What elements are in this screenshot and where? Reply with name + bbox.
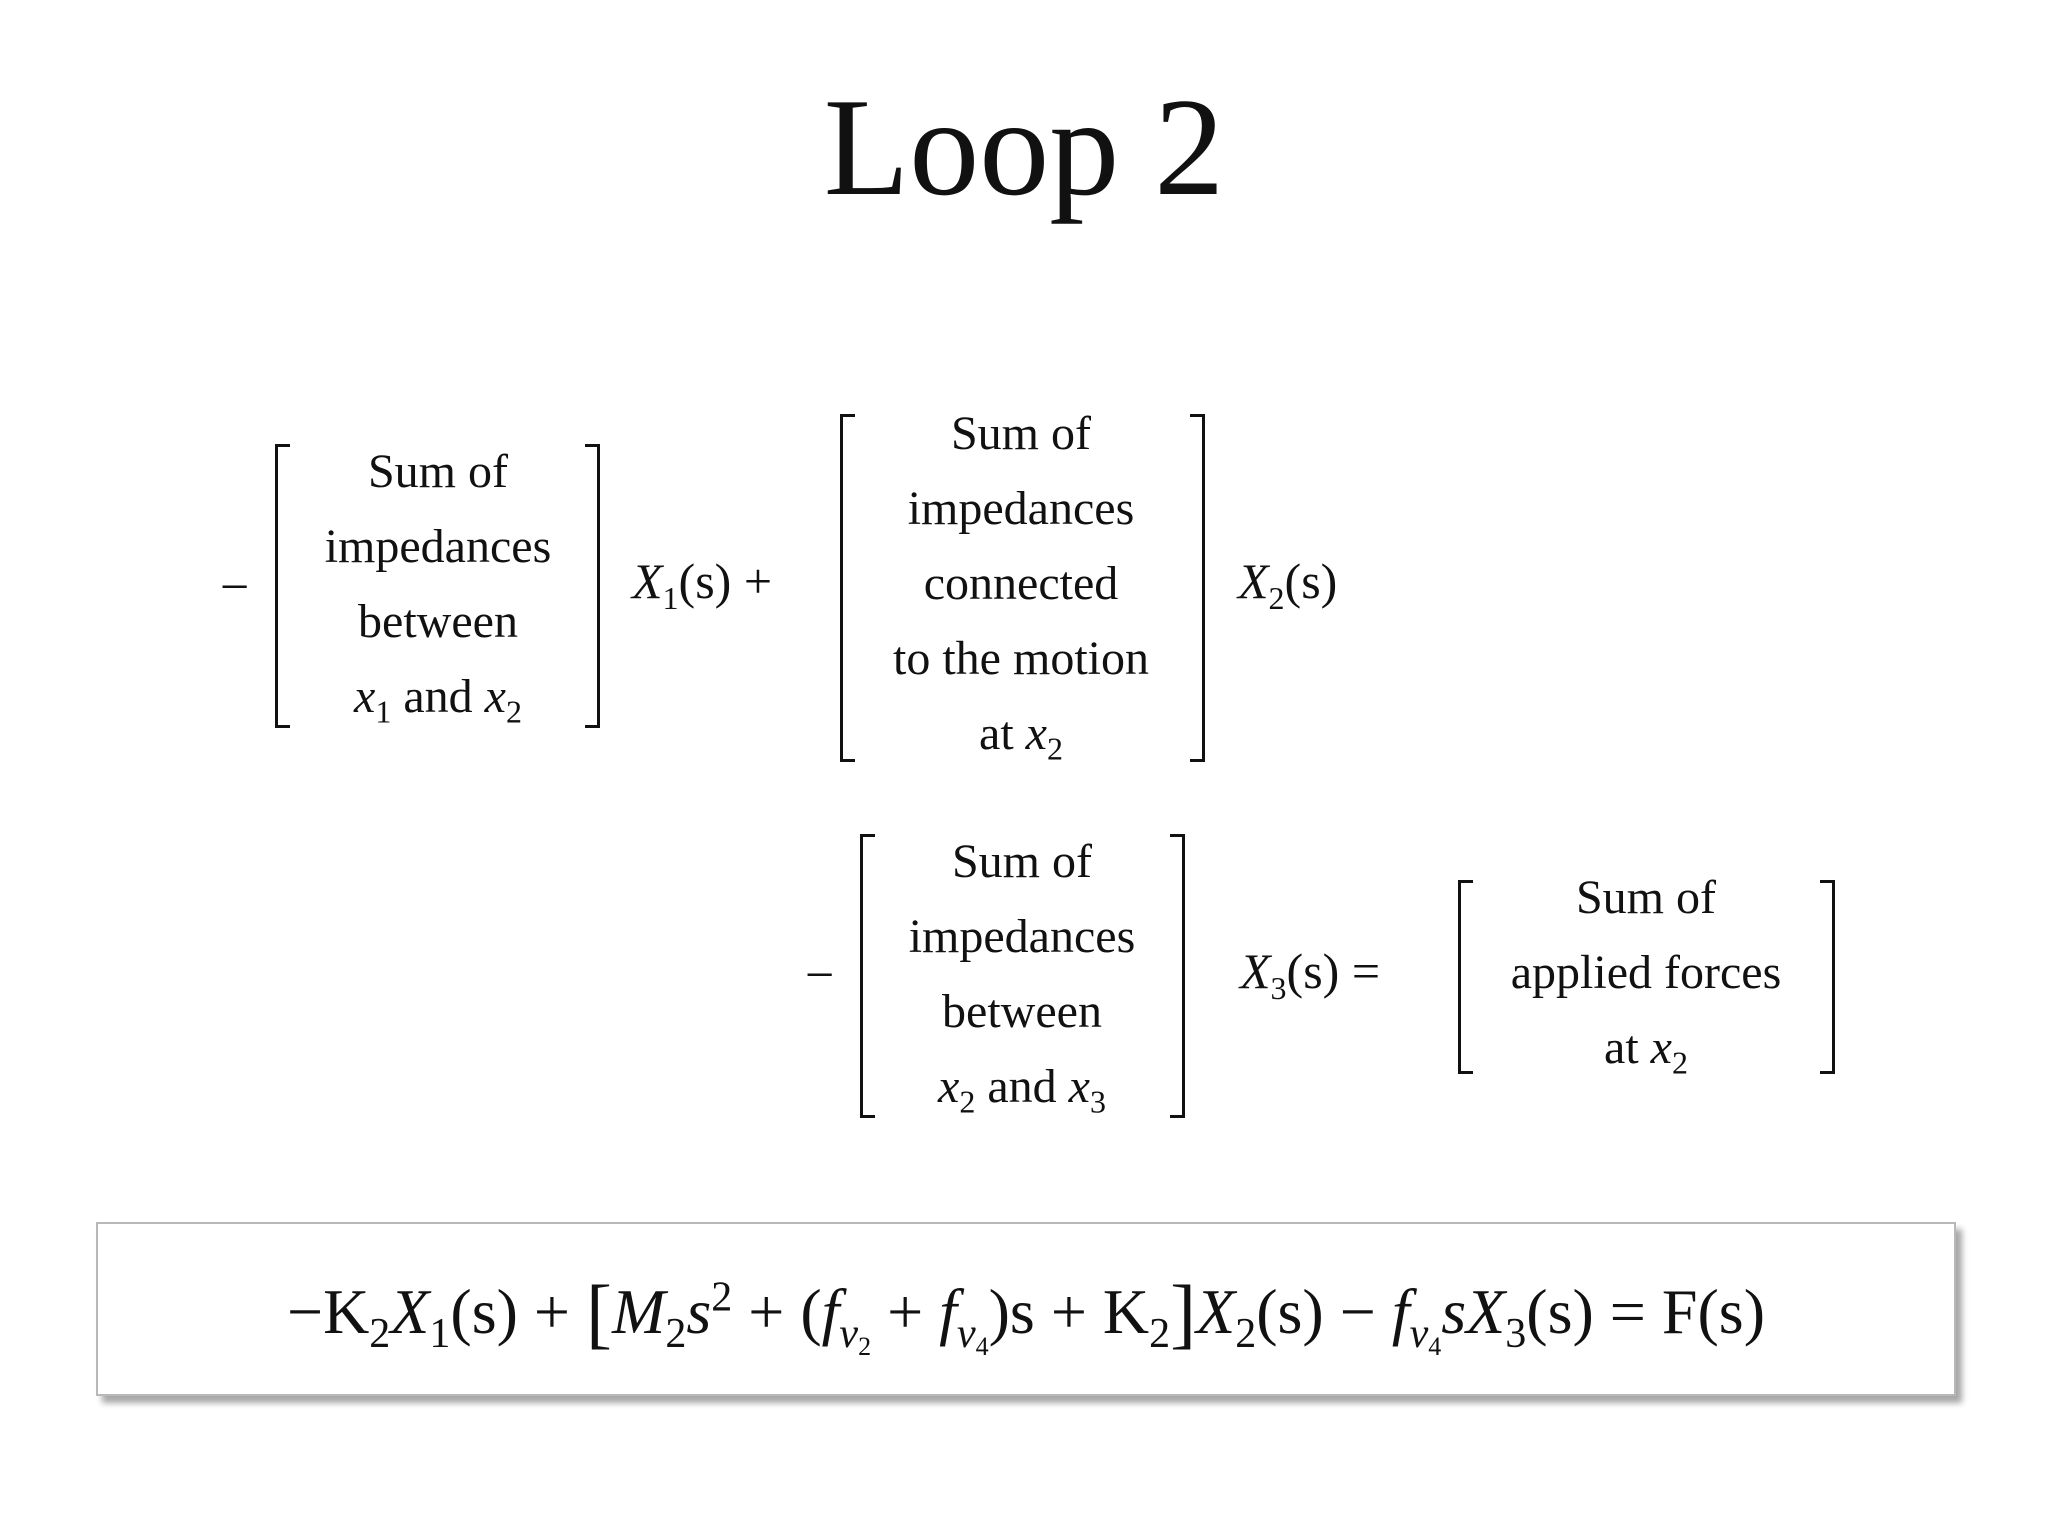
var-X: X	[1238, 553, 1269, 609]
subscript: 1	[429, 1310, 451, 1357]
var-x: x	[938, 1060, 960, 1113]
eq-part: )s + K	[988, 1276, 1150, 1347]
plus-sign: +	[743, 553, 773, 609]
right-bracket	[1190, 414, 1205, 762]
eq-part: X	[1196, 1276, 1236, 1347]
eq-part: +	[871, 1276, 940, 1347]
boxed-equation: −K2X1(s) + [M2s2 + (fv2 + fv4)s + K2]X2(…	[96, 1222, 1956, 1396]
matrix-line: Sum of	[950, 407, 1091, 460]
right-bracket: ]	[1170, 1269, 1197, 1356]
matrix-impedances-between-x1-x2: Sum of impedances between x1 and x2	[292, 434, 584, 734]
eq-part: (s) +	[450, 1276, 587, 1347]
matrix-line: to the motion	[893, 632, 1149, 685]
conjunction: and	[391, 670, 485, 723]
equals-sign: =	[1351, 943, 1381, 999]
eq-part: + (	[732, 1276, 822, 1347]
argument: (s)	[1286, 943, 1340, 999]
eq-part: s	[686, 1276, 712, 1347]
subscript: 3	[1270, 970, 1287, 1006]
eq-part: sX	[1441, 1276, 1506, 1347]
matrix-line: Sum of	[367, 445, 508, 498]
subscript: 2	[1671, 1044, 1688, 1081]
eq-part: (s) −	[1256, 1276, 1392, 1347]
left-bracket	[275, 444, 290, 728]
var-x: x	[1650, 1021, 1672, 1074]
matrix-line-last: x2 and x3	[876, 1049, 1168, 1124]
argument: (s)	[678, 553, 732, 609]
left-bracket	[860, 834, 875, 1118]
subscript: v4	[956, 1310, 989, 1360]
subscript: 2	[1046, 730, 1063, 767]
eq-part: M	[612, 1276, 666, 1347]
subscript: 2	[505, 693, 522, 730]
eq-part: X	[390, 1276, 430, 1347]
sub-subscript: 4	[975, 1331, 989, 1361]
matrix-line: connected	[923, 557, 1119, 610]
slide-title: Loop 2	[823, 70, 1225, 225]
variable-X3: X3(s) =	[1240, 943, 1381, 1004]
subscript-v: v	[1409, 1310, 1429, 1357]
variable-X2: X2(s)	[1238, 553, 1338, 614]
conjunction: and	[975, 1060, 1069, 1113]
matrix-applied-forces: Sum of applied forces at x2	[1474, 860, 1818, 1085]
var-X: X	[1240, 943, 1271, 999]
var-X: X	[632, 553, 663, 609]
sub-subscript: 4	[1428, 1331, 1442, 1361]
var-x: x	[354, 670, 376, 723]
argument: (s)	[1284, 553, 1338, 609]
final-equation: −K2X1(s) + [M2s2 + (fv2 + fv4)s + K2]X2(…	[98, 1262, 1954, 1363]
matrix-impedances-connected: Sum of impedances connected to the motio…	[856, 396, 1186, 771]
subscript: 3	[1505, 1310, 1527, 1357]
left-bracket: [	[586, 1269, 612, 1356]
matrix-line: impedances	[908, 910, 1136, 963]
right-bracket	[585, 444, 600, 728]
superscript: 2	[711, 1274, 733, 1321]
right-bracket	[1820, 880, 1835, 1074]
matrix-line: applied forces	[1510, 946, 1782, 999]
eq-part: f	[939, 1276, 957, 1347]
matrix-impedances-between-x2-x3: Sum of impedances between x2 and x3	[876, 824, 1168, 1124]
subscript: 1	[375, 693, 392, 730]
matrix-line: between	[942, 985, 1102, 1038]
text: at	[979, 707, 1026, 760]
matrix-line: Sum of	[951, 835, 1092, 888]
subscript-v: v	[839, 1310, 859, 1357]
subscript: v4	[1409, 1310, 1442, 1360]
subscript-v: v	[956, 1310, 976, 1357]
left-bracket	[840, 414, 855, 762]
minus-sign: −	[805, 947, 835, 1004]
variable-X1: X1(s) +	[632, 553, 773, 614]
matrix-line: Sum of	[1575, 871, 1716, 924]
subscript: 3	[1089, 1083, 1106, 1120]
left-bracket	[1458, 880, 1473, 1074]
matrix-line: impedances	[907, 482, 1135, 535]
subscript: 1	[662, 580, 679, 616]
minus-sign: −	[220, 559, 250, 616]
subscript: 2	[1235, 1310, 1257, 1357]
right-bracket	[1170, 834, 1185, 1118]
subscript: 2	[369, 1310, 391, 1357]
matrix-line-last: x1 and x2	[292, 659, 584, 734]
matrix-line: impedances	[324, 520, 552, 573]
subscript: 2	[959, 1083, 976, 1120]
sub-subscript: 2	[858, 1331, 872, 1361]
eq-part: f	[1391, 1276, 1410, 1347]
var-x: x	[484, 670, 506, 723]
matrix-line-last: at x2	[856, 696, 1186, 771]
subscript: 2	[1149, 1310, 1171, 1357]
var-x: x	[1068, 1060, 1090, 1113]
text: at	[1604, 1021, 1651, 1074]
subscript: 2	[665, 1310, 687, 1357]
matrix-line: between	[358, 595, 518, 648]
var-x: x	[1025, 707, 1047, 760]
eq-part: f	[821, 1276, 840, 1347]
matrix-line-last: at x2	[1474, 1010, 1818, 1085]
subscript: v2	[839, 1310, 871, 1360]
eq-part: −K	[286, 1276, 370, 1347]
subscript: 2	[1268, 580, 1285, 616]
eq-part: (s) = F(s)	[1526, 1276, 1766, 1347]
